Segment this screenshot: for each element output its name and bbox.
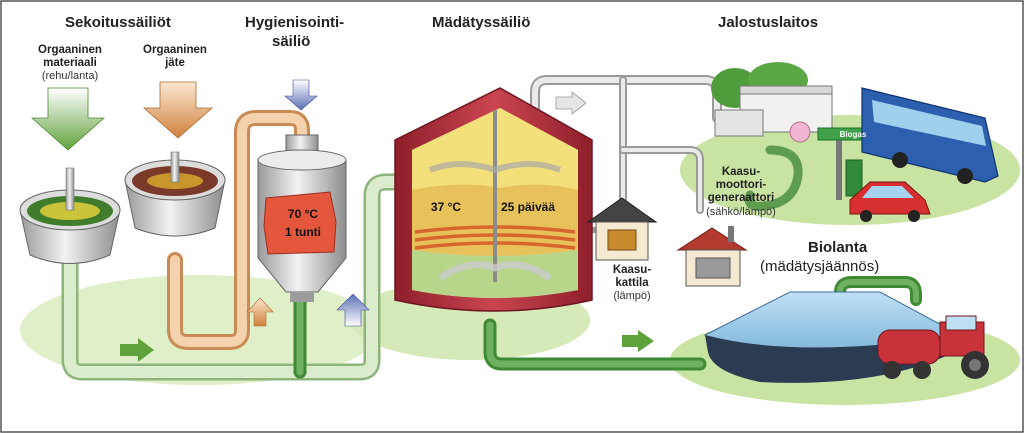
heading-refinery: Jalostuslaitos: [718, 14, 819, 31]
organic-waste-label: Orgaaninen jäte: [140, 44, 210, 70]
hygienization-tank: [257, 134, 347, 302]
generator-note: (sähkö/lämpö): [706, 205, 776, 218]
boiler-line2: kattila: [615, 277, 649, 290]
tractor-icon: [877, 315, 989, 379]
organic-material-line1: Orgaaninen: [38, 44, 102, 56]
flow-arrows-icon: [120, 91, 654, 362]
boiler-label: Kaasu- kattila (lämpö): [608, 264, 656, 303]
heading-biofertilizer: Biolanta: [808, 239, 868, 256]
hygienization-duration: 1 tunti: [285, 225, 321, 239]
arrow-organic-waste-icon: [142, 81, 214, 139]
heading-digester: Mädätyssäiliö: [432, 14, 531, 31]
mixing-tank-2: [124, 151, 226, 237]
arrow-orange-up-icon: [246, 297, 274, 327]
generator-line3: generaattori: [707, 192, 775, 205]
organic-material-label: Orgaaninen materiaali (rehu/lanta): [34, 44, 106, 83]
generator-line2: moottori-: [715, 179, 767, 192]
heading-hygienization-1: Hygienisointi-: [245, 14, 345, 31]
digester-temperature: 37 °C: [431, 200, 461, 214]
organic-waste-line1: Orgaaninen: [143, 44, 207, 56]
gas-generator: [676, 226, 748, 287]
station-sign-text: Biogas: [840, 130, 867, 139]
organic-material-note: (rehu/lanta): [41, 70, 99, 83]
biofertilizer-note: (mädätysjäännös): [760, 258, 880, 275]
gas-boiler: [586, 197, 658, 261]
heading-hygienization-2: säiliö: [272, 33, 311, 50]
organic-material-line2: materiaali: [43, 57, 97, 70]
hygienization-temperature: 70 °C: [288, 207, 318, 221]
boiler-line1: Kaasu-: [612, 264, 652, 276]
bus-icon: [861, 87, 999, 184]
refinery-building: [711, 62, 833, 143]
heading-mixing-tanks: Sekoitussäiliöt: [65, 14, 171, 31]
boiler-note: (lämpö): [613, 290, 651, 303]
organic-waste-line2: jäte: [165, 57, 185, 70]
digester-duration: 25 päivää: [501, 200, 555, 214]
car-icon: [849, 181, 931, 222]
generator-line1: Kaasu-: [721, 166, 761, 178]
mixing-tank-1: [19, 167, 121, 264]
arrow-blue-down-icon: [284, 79, 318, 111]
digester-tank: [394, 87, 593, 312]
arrow-blue-up-icon: [336, 293, 370, 327]
generator-label: Kaasu- moottori- generaattori (sähkö/läm…: [700, 166, 782, 218]
arrow-organic-material-icon: [30, 87, 106, 151]
pipes-green: [61, 145, 922, 381]
pipe-orange: [167, 110, 310, 350]
